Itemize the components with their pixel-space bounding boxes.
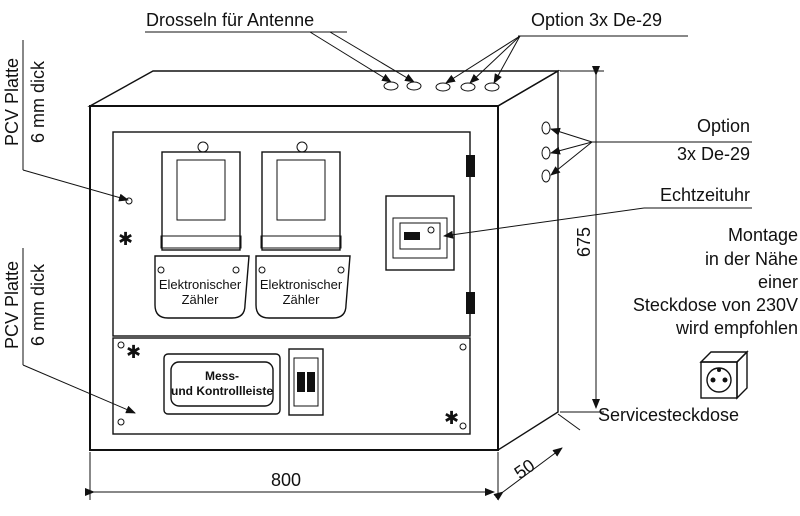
mount-note-line1: Montage [728,225,798,245]
meter-2: Elektronischer Zähler [255,141,351,319]
pcv-top-line1: PCV Platte [2,58,22,146]
mount-note-line3: einer [758,272,798,292]
label-antenna-chokes: Drosseln für Antenne [146,10,314,30]
leader-option-side [550,127,752,176]
lower-panel [112,337,471,435]
side-glands [541,121,551,183]
label-option-top: Option 3x De-29 [531,10,662,30]
mount-note-line5: wird empfohlen [675,318,798,338]
pcv-label-top [22,40,129,202]
seal-marks: ✱ ✱ ✱ [118,229,459,428]
leader-rtc [443,207,752,239]
meter-1-label-line2: Zähler [182,292,220,307]
cabinet-side [497,69,559,452]
pcv-bottom-line1: PCV Platte [2,261,22,349]
svg-text:✱: ✱ [118,229,133,249]
test-strip: Mess- und Kontrollleiste [163,353,281,415]
label-option-side-line2: 3x De-29 [677,144,750,164]
svg-text:✱: ✱ [444,408,459,428]
pcv-label-bottom [22,248,136,414]
leader-option-top [445,35,688,84]
circuit-breaker [288,348,324,416]
dimension-depth-label: 50 [511,455,539,483]
dimension-height [560,66,604,413]
dimension-width-label: 800 [271,470,301,490]
top-glands [383,81,500,92]
test-strip-label-line2: und Kontrollleiste [171,384,273,398]
meter-2-label-line2: Zähler [283,292,321,307]
label-option-side-line1: Option [697,116,750,136]
leader-antenna-chokes [145,31,415,83]
hinge-lower [466,292,475,314]
upper-panel [112,131,471,337]
mount-note-line4: Steckdose von 230V [633,295,798,315]
meter-2-label-line1: Elektronischer [260,277,343,292]
svg-text:✱: ✱ [126,342,141,362]
dimension-depth [493,413,581,501]
pcv-top-line2: 6 mm dick [28,60,48,143]
cabinet-top [87,70,561,107]
meter-1: Elektronischer Zähler [154,141,250,319]
cabinet-box [87,69,561,452]
meter-1-label-line1: Elektronischer [159,277,242,292]
socket-icon [699,350,749,400]
dimension-height-label: 675 [574,227,594,257]
real-time-clock [385,195,455,271]
mount-note-line2: in der Nähe [705,249,798,269]
label-rtc: Echtzeituhr [660,185,750,205]
pcv-bottom-line2: 6 mm dick [28,263,48,346]
label-service-socket: Servicesteckdose [598,405,739,425]
hinge-upper [466,155,475,177]
test-strip-label-line1: Mess- [205,369,239,383]
screws [117,197,467,430]
